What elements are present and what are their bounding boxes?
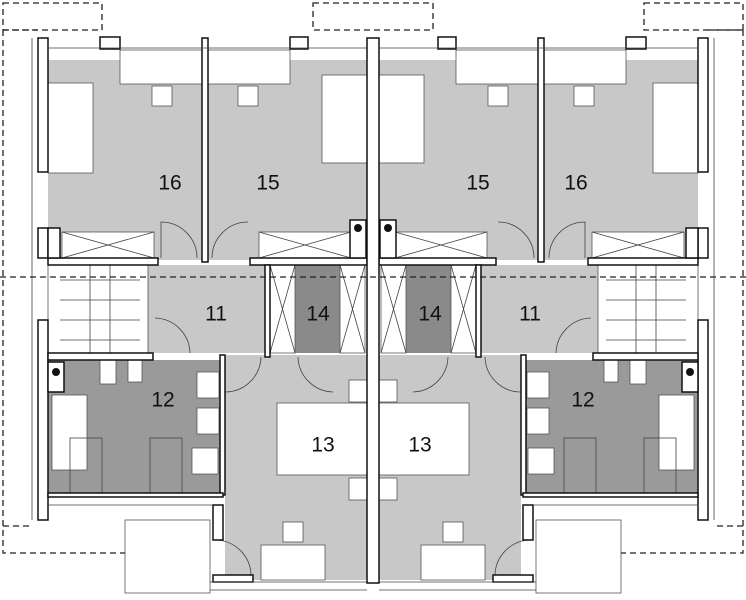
room-label: 14 [418,303,442,326]
room-label: 15 [466,172,489,195]
room-label: 12 [151,389,174,412]
roof-outline [0,2,746,554]
room-label: 12 [571,389,594,412]
room-label: 16 [158,172,181,195]
party-wall [366,37,380,584]
room-label: 13 [408,434,431,457]
room-label: 11 [519,303,541,326]
room-label: 13 [311,434,334,457]
room-label: 14 [306,303,330,326]
room-label: 16 [564,172,587,195]
room-label: 15 [256,172,279,195]
room-label: 11 [205,303,227,326]
